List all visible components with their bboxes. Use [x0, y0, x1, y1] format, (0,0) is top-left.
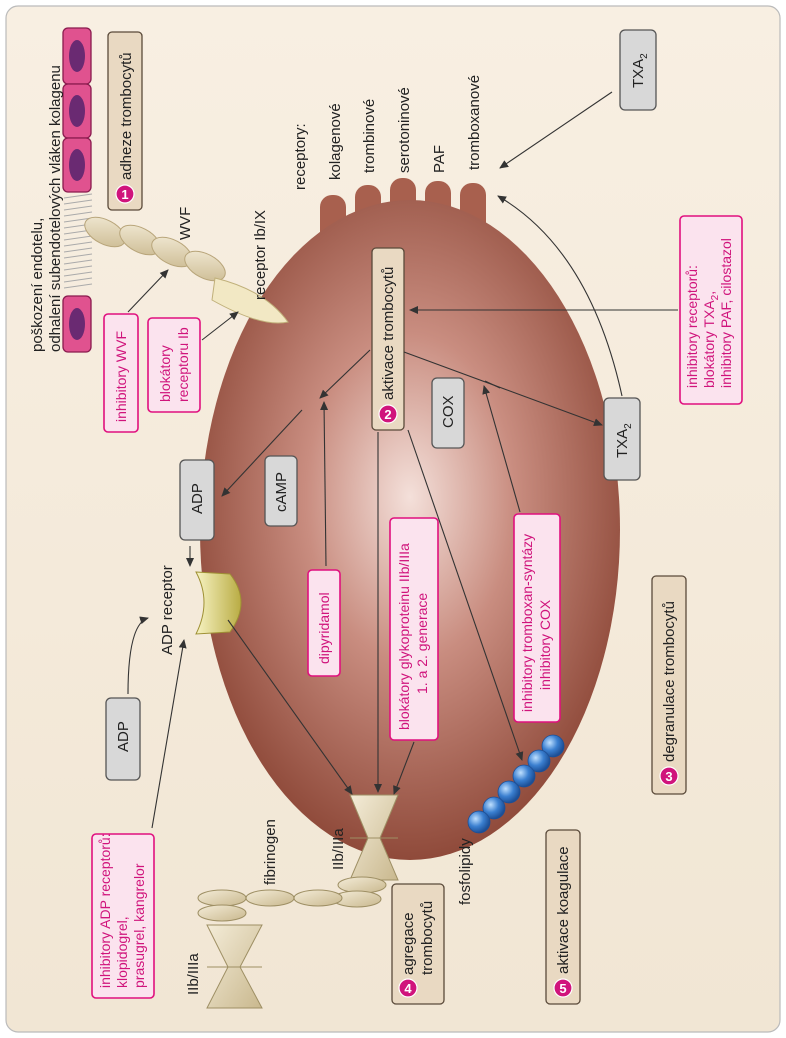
- adp-lower-label: ADP: [115, 721, 132, 752]
- receptor-ib-ix-label: receptor Ib/IX: [252, 210, 269, 300]
- fosfolipidy-label: fosfolipidy: [457, 838, 474, 905]
- step-3-label: degranulace trombocytů: [661, 601, 678, 762]
- step-1-box: 1 adheze trombocytů: [107, 31, 143, 211]
- inhibitors-wvf-label: inhibitory WVF: [113, 331, 129, 422]
- step-5-number: 5: [559, 981, 566, 996]
- iib-iiia-center-label: IIb/IIIa: [330, 828, 347, 870]
- adp-upper-box: ADP: [179, 459, 215, 541]
- receptor-collagen-label: kolagenové: [327, 103, 344, 180]
- cox-box: COX: [431, 377, 465, 449]
- inhibitors-adp-line3: prasugrel, kangrelor: [131, 863, 147, 988]
- wvf-chain: [84, 216, 226, 282]
- receptor-serotonin-label: serotoninové: [396, 87, 413, 173]
- blokatory-gp-line2: 1. a 2. generace: [414, 593, 430, 694]
- inhibitors-tromboxan-line1: inhibitory tromboxan-syntázy: [519, 534, 535, 712]
- step-5-box: 5 aktivace koagulace: [545, 829, 581, 1005]
- step-1-number: 1: [121, 187, 128, 202]
- iib-iiia-left-shape: [206, 924, 263, 1009]
- step-4-number: 4: [404, 981, 412, 996]
- inhibitors-tromboxan-box: inhibitory tromboxan-syntázy inhibitory …: [513, 513, 561, 723]
- dipyridamol-label: dipyridamol: [316, 592, 332, 664]
- blokatory-gp-box: blokátory glykoproteinu IIb/IIIa 1. a 2.…: [389, 517, 439, 741]
- blokatory-ib-box: blokátory receptoru Ib: [147, 317, 201, 413]
- camp-label: cAMP: [273, 472, 290, 512]
- arrows: [127, 91, 678, 829]
- adp-receptor-label: ADP receptor: [159, 565, 176, 655]
- adp-lower-box: ADP: [105, 697, 141, 781]
- inhibitors-adp-line1: inhibitory ADP receptorů:: [97, 833, 113, 988]
- iib-iiia-left-label: IIb/IIIa: [185, 953, 202, 995]
- receptor-paf-label: PAF: [431, 145, 448, 173]
- fibrinogen-label: fibrinogen: [262, 819, 279, 885]
- inhibitors-wvf-box: inhibitory WVF: [103, 313, 139, 433]
- inhibitors-receptors-line3: inhibitory PAF, cilostazol: [718, 238, 734, 388]
- step-2-number: 2: [384, 407, 391, 422]
- step-4-box: 4 agregace trombocytů: [391, 883, 445, 1005]
- endothelium-label-line1: poškození endotelu,: [29, 218, 46, 352]
- cox-label: COX: [440, 395, 457, 428]
- inhibitors-receptors-line2: blokátory TXA2,: [701, 291, 721, 388]
- step-2-label: aktivace trombocytů: [380, 267, 397, 400]
- collagen-fibers: [63, 193, 93, 289]
- adp-upper-label: ADP: [189, 483, 206, 514]
- txa2-top-box: TXA2: [619, 29, 657, 111]
- inhibitors-adp-box: inhibitory ADP receptorů: klopidogrel, p…: [91, 833, 155, 999]
- txa2-mid-box: TXA2: [603, 397, 641, 481]
- inhibitors-receptors-box: inhibitory receptorů: blokátory TXA2, in…: [679, 215, 743, 405]
- receptor-thromboxane-label: tromboxanové: [466, 75, 483, 170]
- dipyridamol-box: dipyridamol: [307, 569, 341, 677]
- receptor-ib-ix-shape: [211, 277, 289, 324]
- step-3-box: 3 degranulace trombocytů: [651, 575, 687, 795]
- inhibitors-tromboxan-line2: inhibitory COX: [537, 599, 553, 690]
- adp-receptor-shape: [195, 571, 242, 635]
- txa2-mid-label: TXA2: [614, 423, 634, 458]
- step-5-label: aktivace koagulace: [555, 846, 572, 974]
- camp-box: cAMP: [264, 455, 298, 527]
- blokatory-gp-line1: blokátory glykoproteinu IIb/IIIa: [396, 543, 412, 730]
- blokatory-ib-line2: receptoru Ib: [175, 327, 191, 402]
- receptors-heading: receptory:: [292, 123, 309, 190]
- iib-iiia-center-shape: [349, 794, 399, 881]
- txa2-top-label: TXA2: [630, 53, 650, 88]
- step-4-label-line2: trombocytů: [419, 901, 436, 975]
- step-3-number: 3: [665, 769, 672, 784]
- step-1-label: adheze trombocytů: [118, 52, 135, 180]
- endothelium-label-line2: odhalení subendotelových vláken kolagenu: [47, 65, 64, 352]
- step-2-box: 2 aktivace trombocytů: [371, 247, 405, 431]
- fibrinogen-beads: [197, 876, 387, 922]
- inhibitors-receptors-line1: inhibitory receptorů:: [684, 265, 700, 388]
- receptor-thrombin-label: trombinové: [361, 99, 378, 173]
- blokatory-ib-line1: blokátory: [157, 345, 173, 402]
- endothelium-cells: [62, 27, 92, 353]
- step-4-label-line1: agregace: [400, 912, 417, 975]
- phospholipid-chain: [467, 734, 565, 834]
- inhibitors-adp-line2: klopidogrel,: [114, 916, 130, 988]
- wvf-label: WVF: [177, 207, 194, 240]
